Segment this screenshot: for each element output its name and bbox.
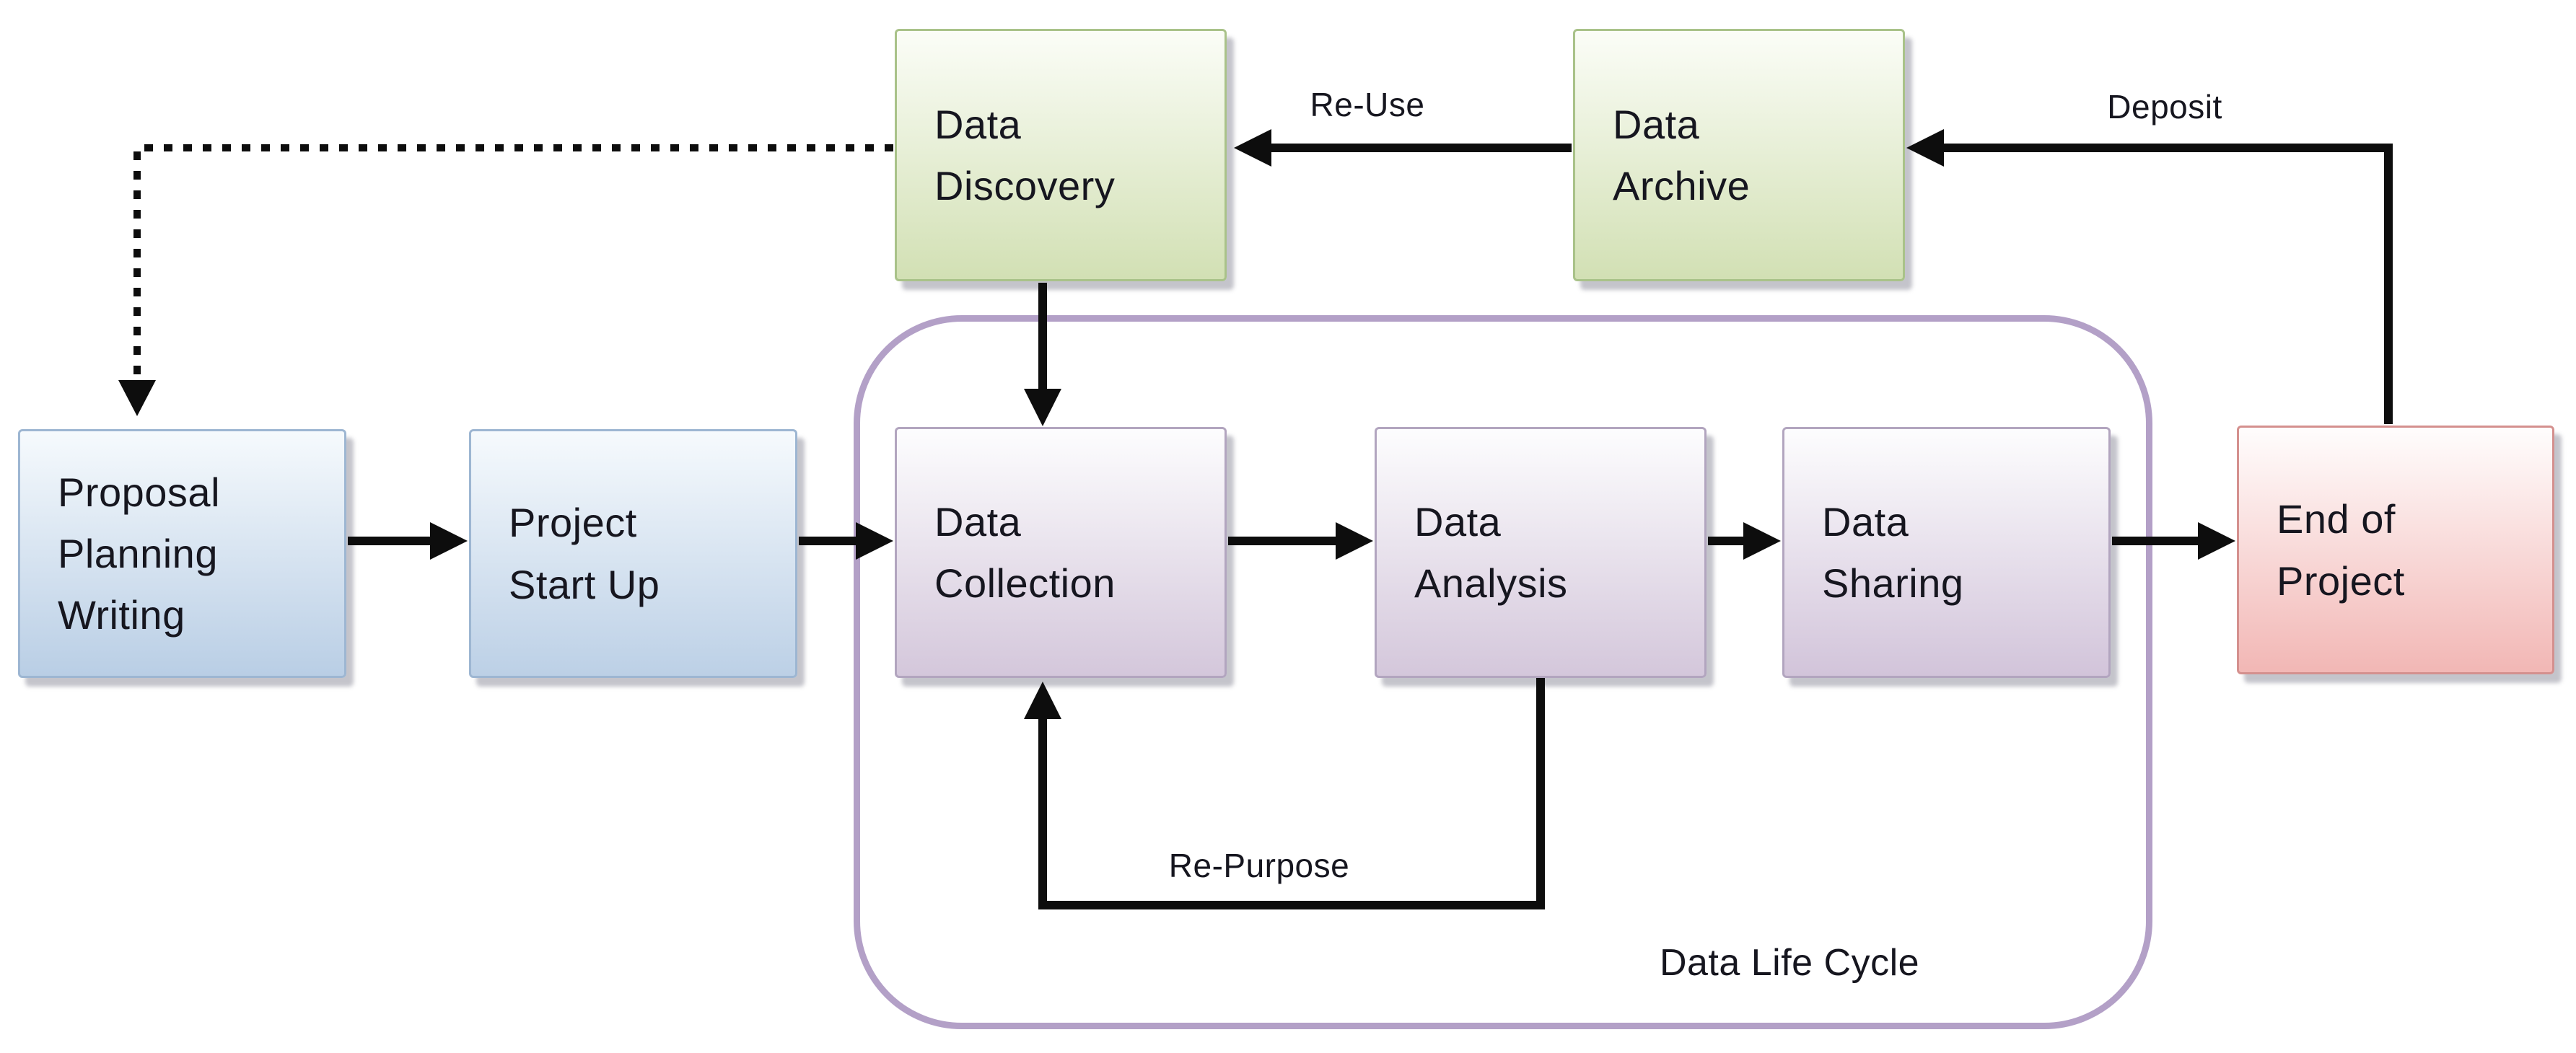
box-data-discovery: Data Discovery [895, 29, 1227, 281]
box-data-discovery-label: Data Discovery [934, 101, 1116, 208]
box-data-analysis-label: Data Analysis [1414, 498, 1568, 606]
edge-label-deposit: Deposit [2107, 88, 2222, 125]
box-data-analysis: Data Analysis [1375, 427, 1707, 678]
box-project-start-up-label: Project Start Up [509, 500, 660, 607]
arrow-proposal-to-startup [348, 522, 468, 560]
box-data-collection-label: Data Collection [934, 498, 1116, 606]
data-life-cycle-boundary [854, 315, 2152, 1029]
arrow-archive-to-discovery-re-use [1234, 129, 1572, 167]
box-end-of-project: End of Project [2237, 426, 2554, 674]
arrow-discovery-to-proposal-dotted [118, 144, 893, 416]
box-data-archive-label: Data Archive [1613, 101, 1751, 208]
data-life-cycle-label: Data Life Cycle [1659, 942, 1920, 984]
box-data-sharing: Data Sharing [1782, 427, 2111, 678]
box-data-collection: Data Collection [895, 427, 1227, 678]
box-end-of-project-label: End of Project [2277, 496, 2405, 604]
box-project-start-up: Project Start Up [469, 429, 797, 678]
box-data-archive: Data Archive [1573, 29, 1905, 281]
edge-label-re-purpose: Re-Purpose [1168, 847, 1350, 884]
edge-label-re-use: Re-Use [1310, 86, 1425, 123]
box-proposal-planning-writing: Proposal Planning Writing [18, 429, 346, 678]
box-data-sharing-label: Data Sharing [1822, 498, 1964, 606]
box-proposal-planning-writing-label: Proposal Planning Writing [58, 469, 221, 638]
